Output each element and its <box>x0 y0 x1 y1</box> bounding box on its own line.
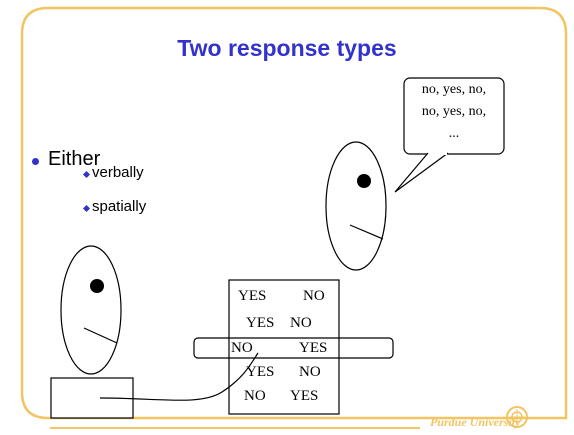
grid-cell: NO <box>290 315 312 331</box>
slide-title: Two response types <box>177 35 397 61</box>
response-grid-box <box>228 279 340 415</box>
slide-frame <box>20 6 568 420</box>
grid-cell: YES <box>238 288 267 304</box>
bullet-dot-icon <box>32 158 39 165</box>
speech-bubble <box>403 77 505 155</box>
grid-cell: NO <box>303 288 325 304</box>
bubble-line: no, yes, no, <box>421 82 487 97</box>
pointer-face <box>60 245 122 375</box>
grid-cell: NO <box>299 364 321 380</box>
grid-cell: NO <box>231 340 253 356</box>
grid-cell: YES <box>290 388 319 404</box>
pointing-line <box>99 352 259 401</box>
grid-cell: YES <box>246 315 275 331</box>
sub-item-verbally: verbally <box>92 164 144 181</box>
footer-university: Purdue University <box>430 415 521 429</box>
grid-cell: YES <box>246 364 275 380</box>
sub-item-spatially: spatially <box>92 198 147 215</box>
speaker-eye <box>357 174 371 188</box>
speech-bubble-tail <box>394 152 449 193</box>
speaker-mouth <box>349 224 384 240</box>
highlighted-row-box <box>193 337 394 359</box>
pointer-eye <box>90 279 104 293</box>
university-seal-icon <box>506 406 528 428</box>
speaker-face <box>325 141 387 271</box>
bubble-line: ... <box>448 126 460 141</box>
bubble-line: no, yes, no, <box>421 104 487 119</box>
bullet-either: Either <box>48 148 101 170</box>
grid-cell: YES <box>299 340 328 356</box>
speech-bubble-text: no, yes, no, no, yes, no, ... <box>406 79 502 145</box>
pointer-mouth <box>83 327 118 344</box>
grid-cell: NO <box>244 388 266 404</box>
